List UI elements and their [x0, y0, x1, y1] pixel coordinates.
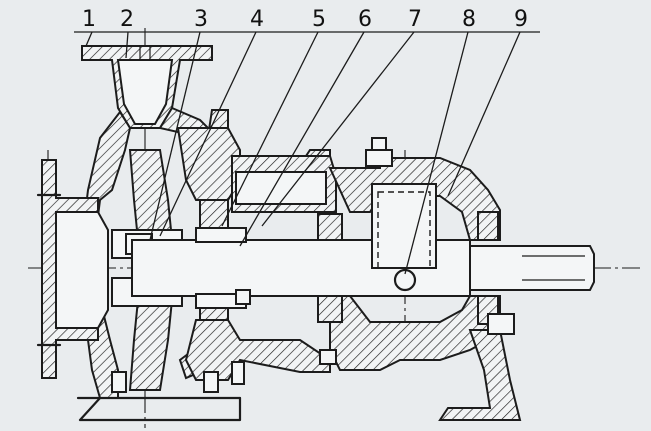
- bearing-housing: [328, 137, 501, 371]
- part-label-5: 5: [312, 7, 326, 32]
- bearing-cap-dashed: [371, 183, 437, 269]
- part-label-9: 9: [514, 7, 528, 32]
- part-label-1: 1: [82, 7, 96, 32]
- casing-cover: [176, 127, 337, 381]
- support-foot: [438, 313, 522, 421]
- suction-flange: [36, 159, 109, 379]
- part-label-3: 3: [194, 7, 208, 32]
- part-number-labels: 1 2 3 4 5 6 7 8 9: [82, 7, 528, 32]
- part-label-2: 2: [120, 7, 134, 32]
- part-label-7: 7: [408, 7, 422, 32]
- part-label-6: 6: [358, 7, 372, 32]
- leader-lines: [74, 31, 540, 275]
- bolts: [111, 289, 337, 393]
- part-label-8: 8: [462, 7, 476, 32]
- shaft: [131, 227, 595, 309]
- part-label-4: 4: [250, 7, 264, 32]
